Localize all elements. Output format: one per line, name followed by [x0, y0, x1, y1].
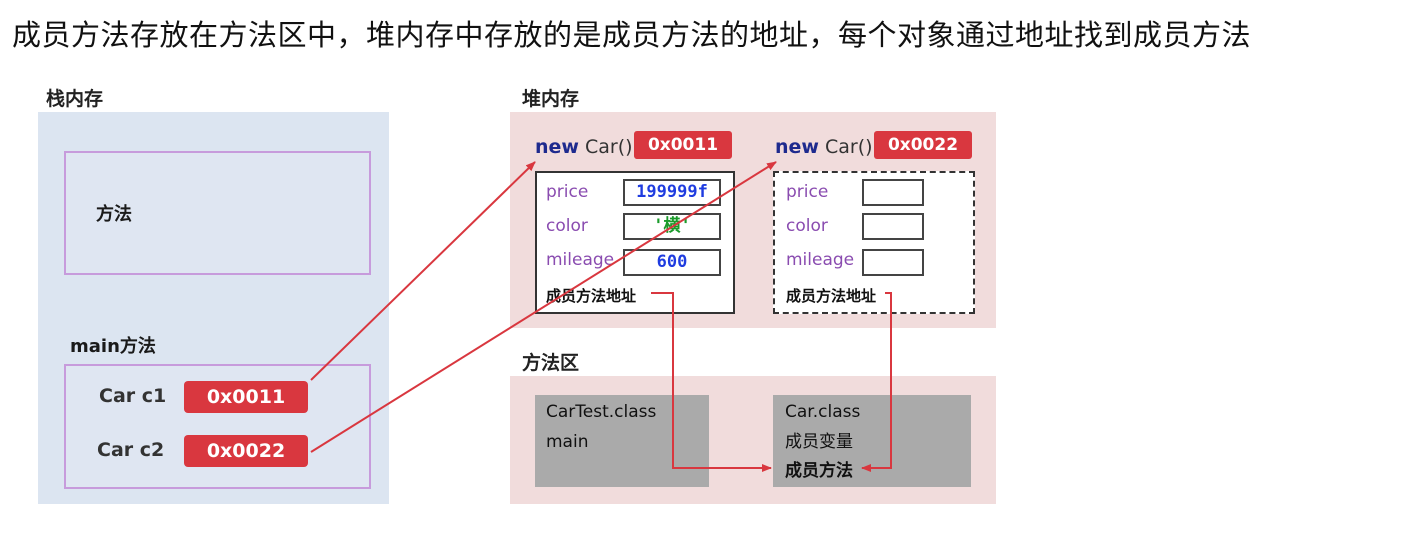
car-class-box [773, 395, 971, 487]
constructor-call: Car() [585, 136, 633, 158]
object2-mileage-value [862, 249, 924, 276]
method-area-title: 方法区 [522, 352, 580, 374]
object2-address-tag: 0x0022 [874, 131, 972, 159]
var-c1-label: Car c1 [99, 385, 167, 407]
heap-title: 堆内存 [522, 88, 580, 110]
object1-method-link-arrow [651, 292, 772, 472]
object2-color-value [862, 213, 924, 240]
car-member-variables: 成员变量 [785, 432, 853, 452]
object2-price-value [862, 179, 924, 206]
main-method-label: main方法 [70, 336, 156, 357]
c2-reference-arrow [310, 161, 777, 453]
var-c1-address: 0x0011 [184, 381, 308, 413]
object1-price-label: price [546, 182, 589, 202]
constructor-call: Car() [825, 136, 873, 158]
object1-address-tag: 0x0011 [634, 131, 732, 159]
cartest-main-entry: main [546, 432, 589, 452]
cartest-class-name: CarTest.class [546, 402, 657, 422]
object2-new-expression: new Car() [775, 136, 873, 158]
object2-mileage-label: mileage [786, 250, 855, 270]
car-member-methods: 成员方法 [785, 461, 853, 481]
c1-reference-arrow [310, 161, 536, 381]
object1-color-label: color [546, 216, 588, 236]
var-c2-address: 0x0022 [184, 435, 308, 467]
new-keyword: new [535, 136, 579, 158]
page-heading: 成员方法存放在方法区中，堆内存中存放的是成员方法的地址，每个对象通过地址找到成员… [12, 18, 1252, 52]
object2-method-link-arrow [861, 292, 892, 472]
object2-method-address-label: 成员方法地址 [786, 287, 877, 305]
car-class-name: Car.class [785, 402, 861, 422]
object1-price-value: 199999f [623, 179, 721, 206]
cartest-class-box [535, 395, 709, 487]
new-keyword: new [775, 136, 819, 158]
object2-price-label: price [786, 182, 829, 202]
stack-title: 栈内存 [46, 88, 104, 110]
stack-method-label: 方法 [96, 204, 132, 225]
object1-mileage-value: 600 [623, 249, 721, 276]
object1-new-expression: new Car() [535, 136, 633, 158]
stack-method-box [64, 151, 371, 275]
object2-color-label: color [786, 216, 828, 236]
object1-mileage-label: mileage [546, 250, 615, 270]
var-c2-label: Car c2 [97, 439, 165, 461]
